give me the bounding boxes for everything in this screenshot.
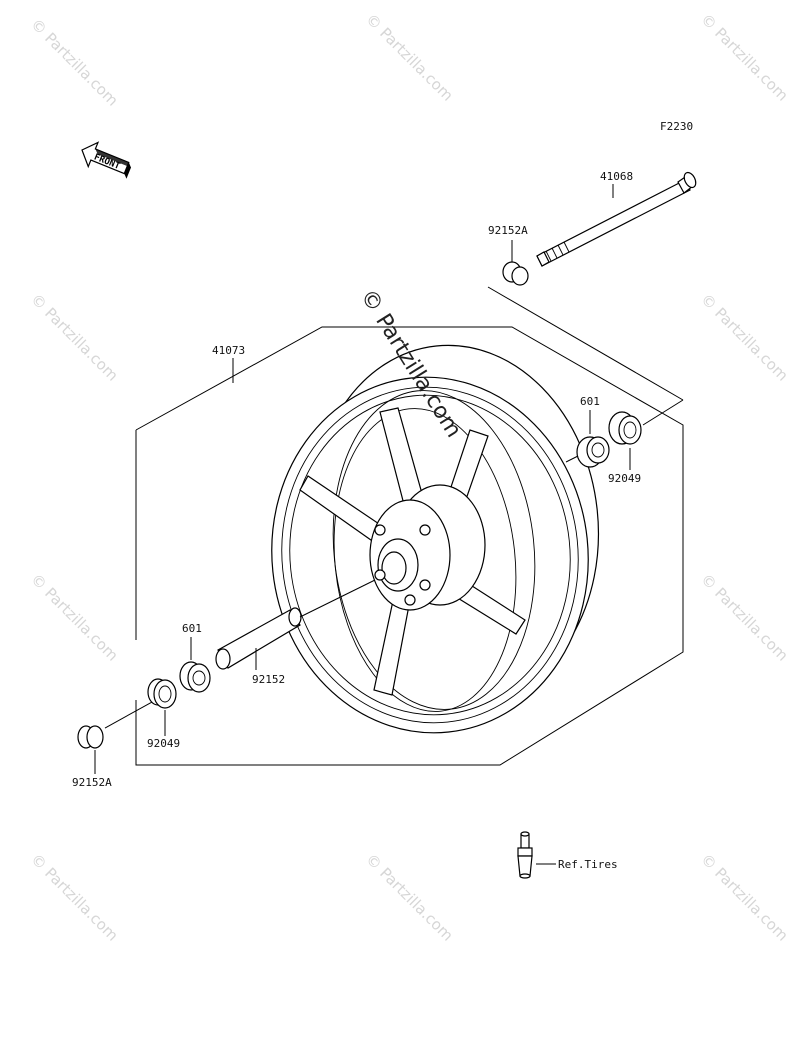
label-collar-bottom: 92152A bbox=[72, 776, 112, 789]
watermark-text: © Partzilla.com bbox=[697, 570, 792, 665]
label-collar-top: 92152A bbox=[488, 224, 528, 237]
collar-bottom bbox=[77, 725, 104, 749]
label-seal-right: 92049 bbox=[608, 472, 641, 485]
watermark-text: © Partzilla.com bbox=[697, 850, 792, 945]
bearing-right bbox=[576, 436, 610, 468]
watermark-text: © Partzilla.com bbox=[27, 570, 122, 665]
axle bbox=[536, 171, 697, 267]
watermark-text: © Partzilla.com bbox=[362, 10, 457, 105]
label-spacer: 92152 bbox=[252, 673, 285, 686]
watermark-text: © Partzilla.com bbox=[697, 290, 792, 385]
label-seal-left: 92049 bbox=[147, 737, 180, 750]
bearing-left bbox=[179, 661, 211, 693]
figure-code: F2230 bbox=[660, 120, 693, 133]
label-bearing-left: 601 bbox=[182, 622, 202, 635]
wheel-bounding-lines bbox=[135, 286, 684, 766]
watermark-text: © Partzilla.com bbox=[27, 850, 122, 945]
label-bearing-right: 601 bbox=[580, 395, 600, 408]
wheel bbox=[271, 344, 600, 734]
seal-left bbox=[147, 678, 177, 709]
watermark-text: © Partzilla.com bbox=[27, 15, 122, 110]
spacer bbox=[215, 607, 302, 670]
watermark-text: © Partzilla.com bbox=[697, 10, 792, 105]
label-ref-tires: Ref.Tires bbox=[558, 858, 618, 871]
label-wheel: 41073 bbox=[212, 344, 245, 357]
front-arrow: FRONT bbox=[81, 141, 131, 179]
tire-valve bbox=[517, 831, 533, 879]
seal-right bbox=[608, 411, 642, 445]
watermark-text: © Partzilla.com bbox=[27, 290, 122, 385]
collar-top bbox=[502, 261, 529, 286]
watermark-text: © Partzilla.com bbox=[362, 850, 457, 945]
label-axle: 41068 bbox=[600, 170, 633, 183]
